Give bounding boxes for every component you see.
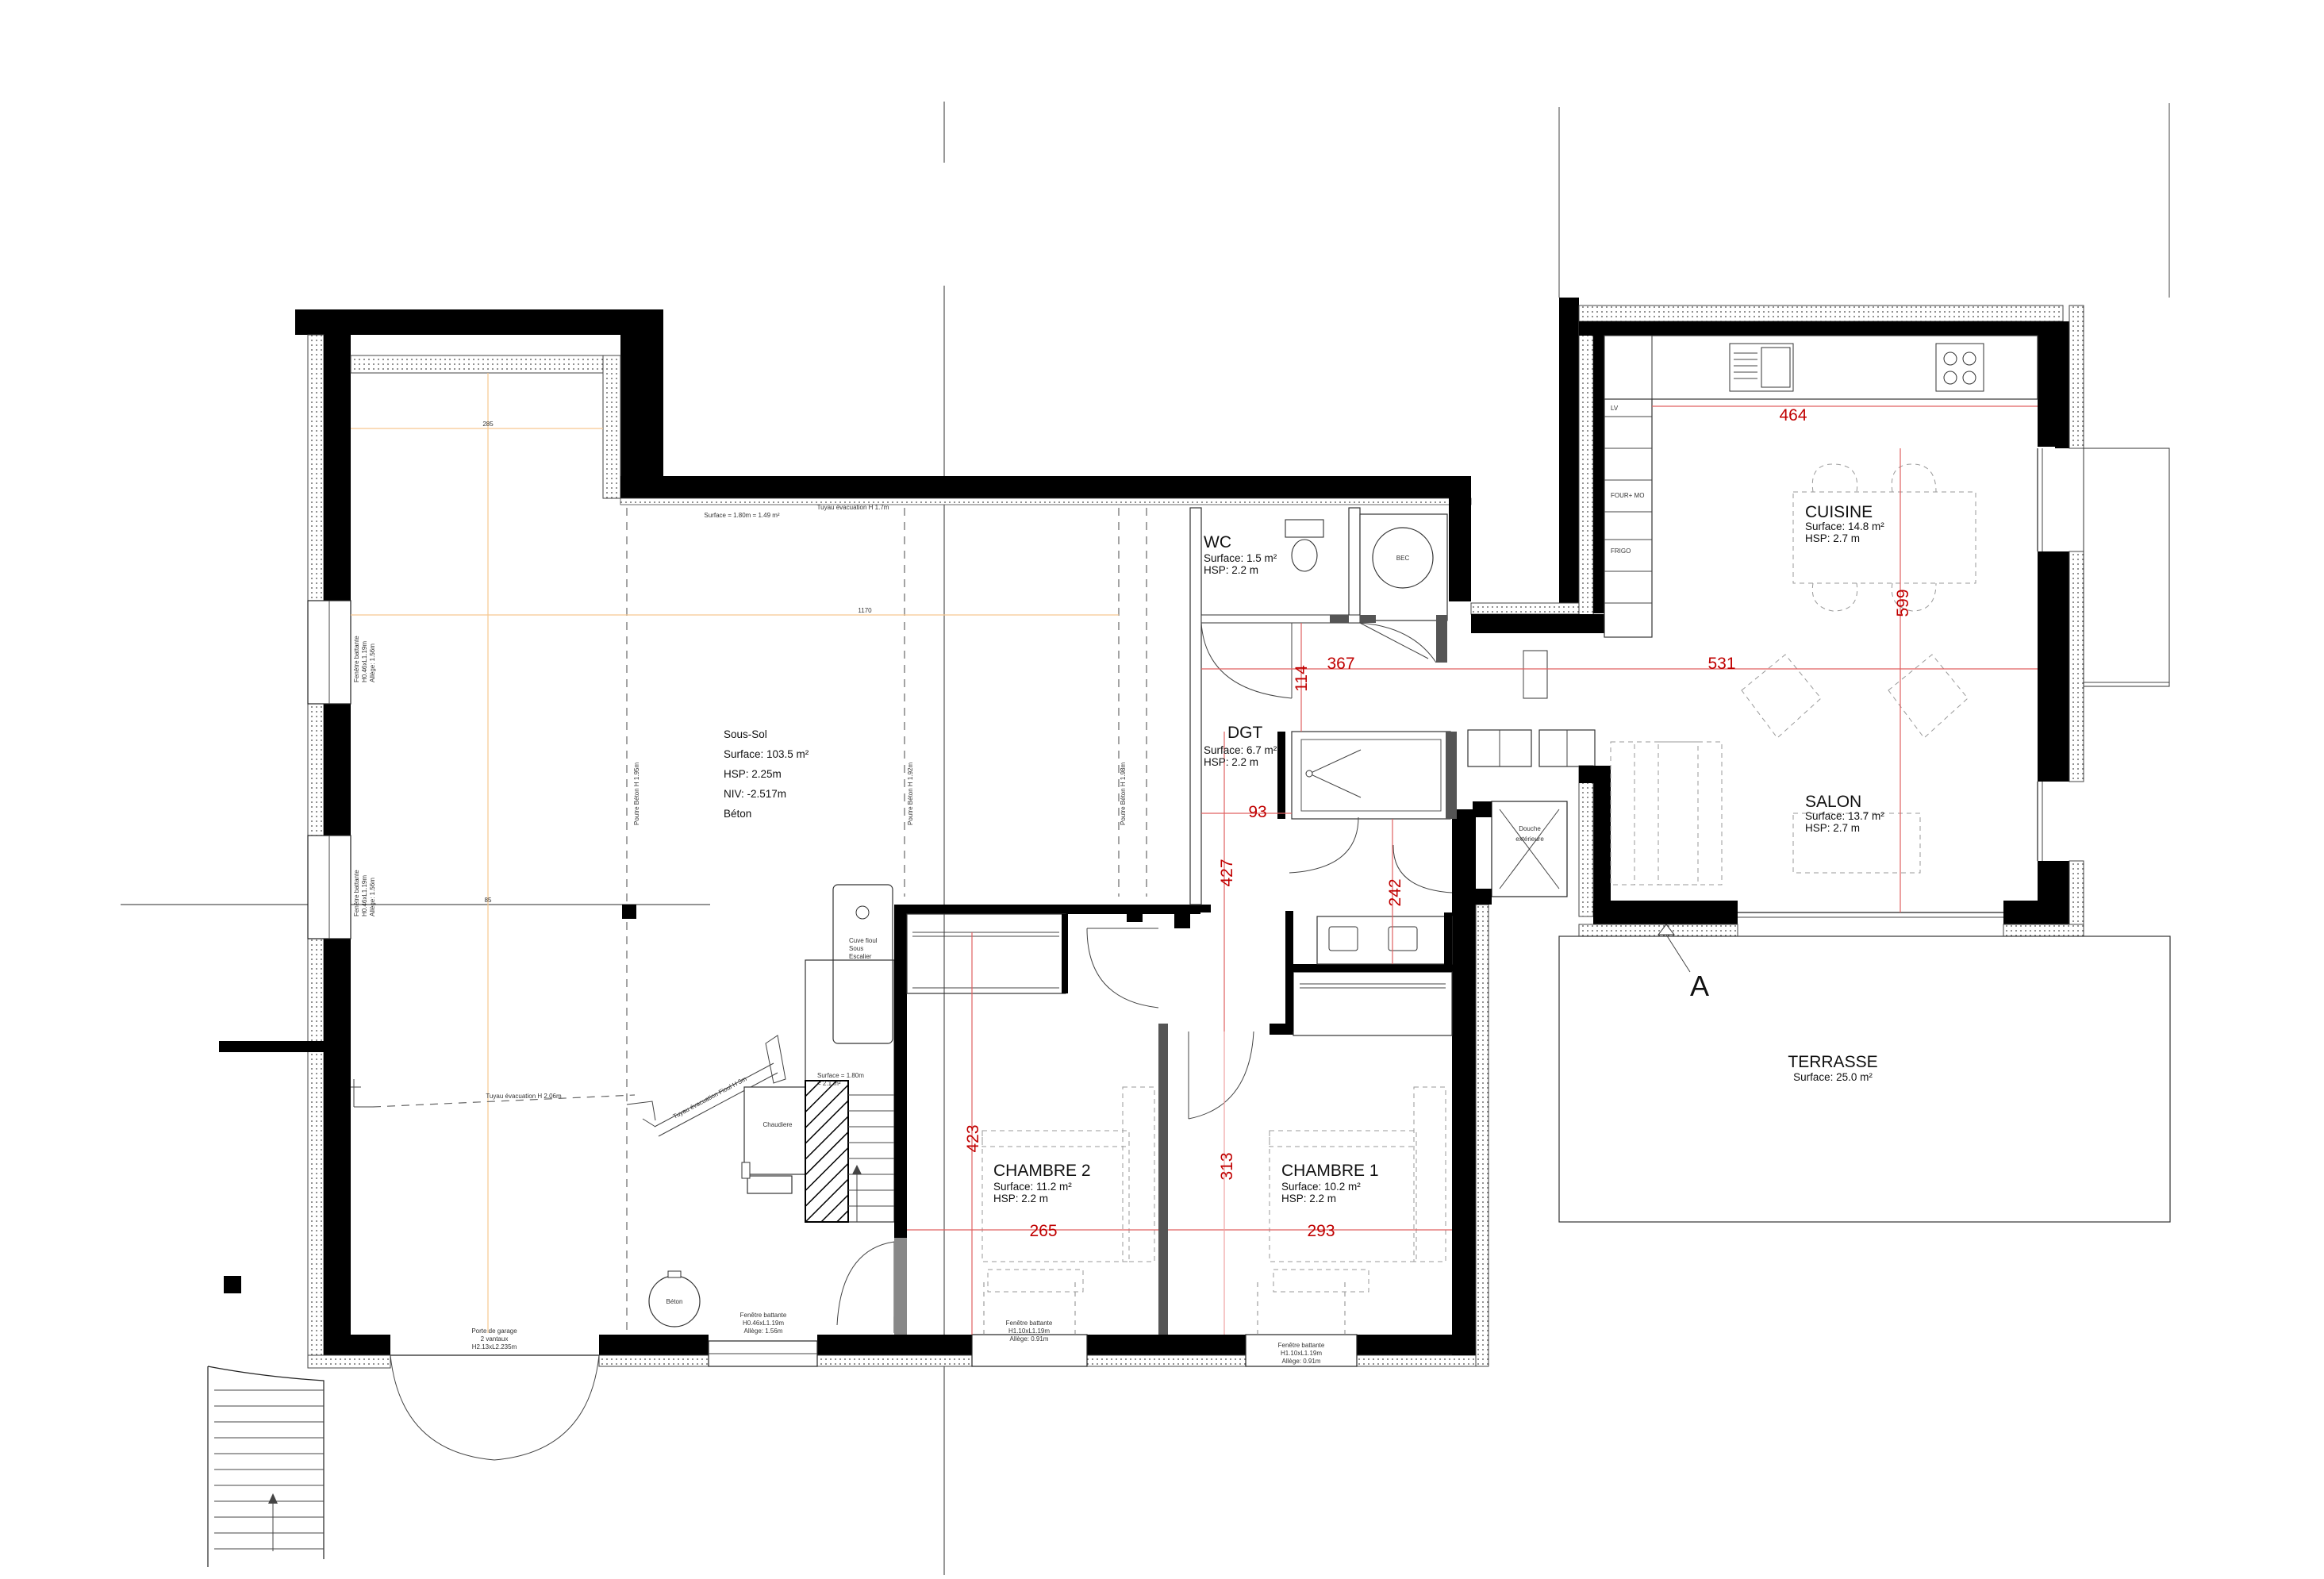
window-c-sill: Allège: 0.91m — [1282, 1358, 1321, 1365]
dim-599: 599 — [1894, 589, 1912, 617]
dim-114: 114 — [1293, 665, 1311, 692]
window-a-sill: Allège: 1.56m — [744, 1327, 783, 1335]
chambre1-name: CHAMBRE 1 — [1281, 1162, 1379, 1180]
dim-242: 242 — [1386, 878, 1404, 906]
side-window-sill-2: Allège: 1.56m — [369, 878, 376, 916]
dim-93: 93 — [1248, 803, 1266, 821]
bedroom-walls — [894, 905, 1453, 1335]
fuel-tank-label-1: Cuve fioul — [849, 937, 878, 944]
salon-surface: Surface: 13.7 m² — [1805, 810, 1884, 822]
side-window-label-2: Fenêtre battante — [353, 870, 360, 916]
sous-sol-level: NIV: -2.517m — [724, 788, 786, 800]
upper-walls: BEC Douche extérieure — [1189, 298, 2171, 1223]
chambre2-surface: Surface: 11.2 m² — [993, 1181, 1072, 1193]
window-b-size: H1.10xL1.19m — [1008, 1327, 1050, 1335]
dim-367: 367 — [1327, 655, 1354, 673]
sous-sol-label: Sous-Sol Surface: 103.5 m² HSP: 2.25m NI… — [724, 728, 809, 820]
left-windows: Fenêtre battante H0.46xL1.19m Allège: 1.… — [307, 600, 376, 939]
garage-door-label: Porte de garage — [471, 1327, 517, 1335]
window-c-label: Fenêtre battante — [1278, 1342, 1325, 1349]
section-marker-a: A — [1690, 970, 1709, 1002]
dim-464: 464 — [1779, 406, 1807, 425]
side-window-size-1: H0.46xL1.19m — [361, 641, 368, 682]
chambre2-name: CHAMBRE 2 — [993, 1162, 1091, 1180]
sous-sol-name: Sous-Sol — [724, 728, 767, 740]
salon-name: SALON — [1805, 793, 1861, 811]
dim-313: 313 — [1218, 1152, 1236, 1180]
fuel-tank-label-2: Sous — [849, 945, 863, 952]
concrete-label: Béton — [666, 1298, 683, 1305]
side-window-label-1: Fenêtre battante — [353, 636, 360, 682]
side-window-sill-1: Allège: 1.56m — [369, 644, 376, 682]
fuel-tank-label-3: Escalier — [849, 953, 872, 960]
orange-dim-top: 285 — [482, 421, 494, 428]
dgt-name: DGT — [1227, 724, 1263, 742]
chambre1-hsp: HSP: 2.2 m — [1281, 1193, 1336, 1204]
sous-sol-material: Béton — [724, 808, 751, 820]
cuisine-name: CUISINE — [1805, 503, 1873, 521]
dishwasher-label: LV — [1611, 405, 1619, 412]
chambre2-hsp: HSP: 2.2 m — [993, 1193, 1048, 1204]
outside-stair — [207, 1366, 325, 1567]
bottom-windows: Fenêtre battante H0.46xL1.19m Allège: 1.… — [708, 1277, 1358, 1367]
outdoor-shower-label-2: extérieure — [1515, 836, 1544, 843]
surface-top-label: Surface = 1.80m = 1.49 m² — [704, 512, 779, 519]
dimension-labels: 464 599 367 531 114 93 427 242 423 313 2… — [964, 406, 1912, 1240]
stair-surface-label-1: Surface = 1.80m — [817, 1072, 864, 1079]
dgt-surface: Surface: 6.7 m² — [1204, 744, 1277, 756]
dim-293: 293 — [1307, 1222, 1335, 1240]
dim-265: 265 — [1029, 1222, 1057, 1240]
terrasse-surface: Surface: 25.0 m² — [1793, 1071, 1873, 1083]
window-c-size: H1.10xL1.19m — [1281, 1350, 1322, 1357]
dgt-hsp: HSP: 2.2 m — [1204, 756, 1258, 768]
dimension-lines — [907, 405, 2038, 1335]
beam-label-3: Poutre Béton H 1.98m — [1120, 763, 1127, 825]
garage-door: Porte de garage 2 vantaux H2.13xL2.235m — [390, 1327, 600, 1461]
wc-surface: Surface: 1.5 m² — [1204, 552, 1277, 564]
cuisine-hsp: HSP: 2.7 m — [1805, 532, 1860, 544]
oven-label: FOUR+ MO — [1611, 492, 1644, 499]
sous-sol-hsp: HSP: 2.25m — [724, 768, 782, 780]
sous-sol-surface: Surface: 103.5 m² — [724, 748, 809, 760]
window-a-label: Fenêtre battante — [740, 1312, 787, 1319]
basement-walls — [219, 309, 1489, 1369]
salon-hsp: HSP: 2.7 m — [1805, 822, 1860, 834]
window-b-label: Fenêtre battante — [1006, 1320, 1053, 1327]
fridge-label: FRIGO — [1611, 547, 1631, 555]
window-b-sill: Allège: 0.91m — [1010, 1335, 1049, 1343]
side-window-size-2: H0.46xL1.19m — [361, 875, 368, 916]
cuisine-surface: Surface: 14.8 m² — [1805, 521, 1884, 532]
window-a-size: H0.46xL1.19m — [743, 1320, 784, 1327]
outdoor-shower-label-1: Douche — [1519, 825, 1541, 832]
basement-interior: Poutre Béton H 1.95m Poutre Béton H 1.92… — [351, 373, 1147, 1333]
room-labels: WC Surface: 1.5 m² HSP: 2.2 m DGT Surfac… — [993, 503, 1884, 1204]
dim-531: 531 — [1707, 655, 1735, 673]
bec-label: BEC — [1396, 555, 1410, 562]
beam-label-1: Poutre Béton H 1.95m — [633, 763, 640, 825]
garage-door-type: 2 vantaux — [481, 1335, 509, 1343]
dim-427: 427 — [1218, 859, 1236, 886]
dim-423: 423 — [964, 1124, 982, 1152]
fuel-pipe-label: Tuyau évacuation Fioul H 3m — [672, 1075, 748, 1120]
garage-door-size: H2.13xL2.235m — [472, 1343, 517, 1350]
wc-hsp: HSP: 2.2 m — [1204, 564, 1258, 576]
terrasse-name: TERRASSE — [1788, 1053, 1877, 1071]
drain-pipe-top-label: Tuyau évacuation H 1.7m — [817, 504, 889, 511]
chambre1-surface: Surface: 10.2 m² — [1281, 1181, 1361, 1193]
beam-label-2: Poutre Béton H 1.92m — [907, 763, 914, 825]
stair-surface-label-2: = 2.1 m² — [817, 1080, 841, 1087]
boiler-label: Chaudiere — [763, 1121, 793, 1128]
orange-dim-mid: 1170 — [858, 607, 872, 614]
orange-dim-low: 85 — [485, 897, 492, 904]
drain-pipe-left-label: Tuyau évacuation H 2.06m — [486, 1093, 562, 1100]
wc-name: WC — [1204, 533, 1231, 551]
